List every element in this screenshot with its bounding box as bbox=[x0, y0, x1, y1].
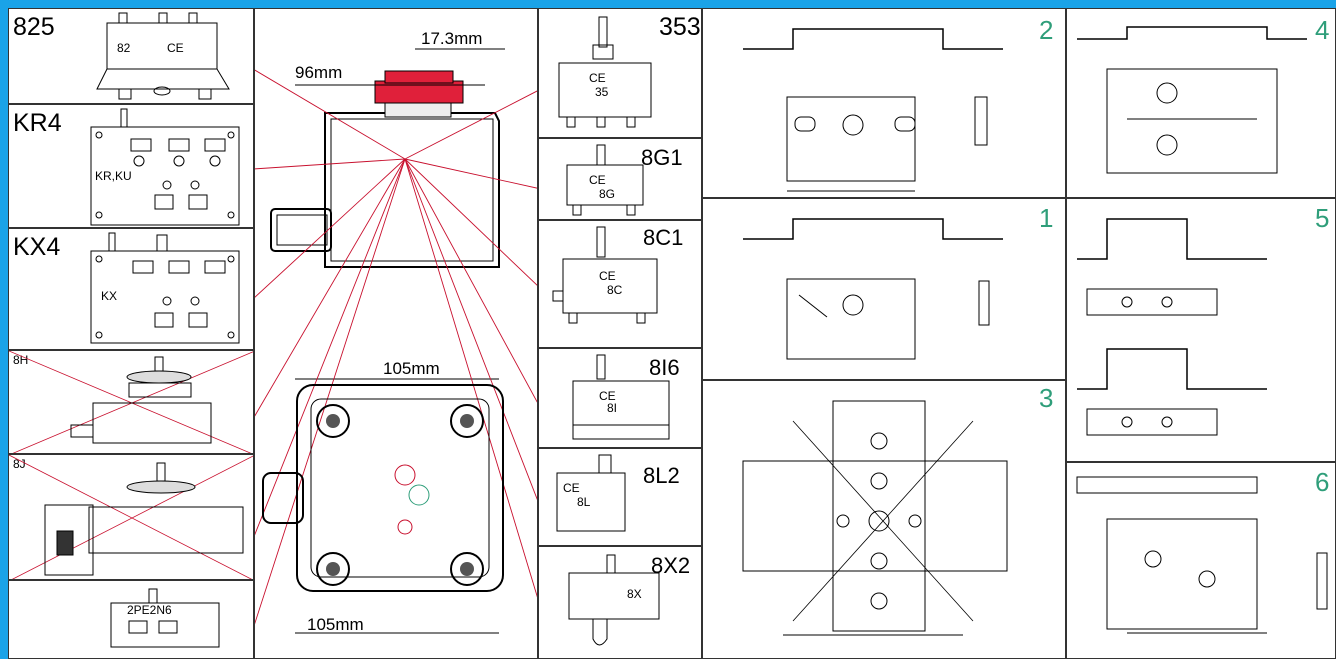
model-label: 8J bbox=[13, 457, 26, 471]
panel-kr4: KR4 KR,KU bbox=[8, 104, 254, 228]
model-code: 8X bbox=[627, 587, 642, 601]
thermostat-2pe2n6-drawing bbox=[110, 588, 220, 648]
thermostat-kr4-drawing bbox=[90, 108, 240, 226]
thermostat-825-drawing bbox=[96, 12, 230, 100]
dimension-width: 105mm bbox=[383, 359, 440, 378]
bracket-number: 1 bbox=[1039, 203, 1054, 233]
bracket-number: 4 bbox=[1315, 15, 1330, 45]
dimension-depth: 17.3mm bbox=[421, 29, 483, 48]
model-code: 8I bbox=[607, 401, 618, 415]
model-label: 825 bbox=[13, 13, 55, 41]
thermostat-8c1-drawing bbox=[552, 226, 658, 324]
panel-8x2: 8X2 8X bbox=[538, 546, 702, 659]
model-code: 8L bbox=[577, 495, 591, 509]
panel-8j: 8J bbox=[8, 454, 254, 580]
panel-8i6: 8I6 CE 8I bbox=[538, 348, 702, 448]
ce-mark: CE bbox=[563, 481, 580, 495]
thermostat-8x2-drawing bbox=[568, 554, 660, 646]
bracket-panel-2: 2 bbox=[702, 8, 1066, 198]
panel-8g1: 8G1 CE 8G bbox=[538, 138, 702, 220]
model-label: 8G1 bbox=[641, 145, 683, 170]
model-label: 8I6 bbox=[649, 355, 680, 380]
ce-mark: CE bbox=[599, 389, 616, 403]
panel-353: 353 CE 35 bbox=[538, 8, 702, 138]
model-label: KR4 bbox=[13, 109, 62, 137]
model-code: KX bbox=[101, 289, 118, 303]
thermostat-353-drawing bbox=[558, 16, 652, 128]
model-code: 82 bbox=[117, 41, 131, 55]
thermostat-8j-drawing bbox=[9, 455, 253, 579]
model-code: 35 bbox=[595, 85, 609, 99]
bracket-5-drawing bbox=[1077, 218, 1267, 436]
bracket-1-drawing bbox=[743, 218, 1003, 360]
thermostat-kx4-drawing bbox=[90, 232, 240, 344]
bracket-6-drawing bbox=[1076, 476, 1328, 634]
thermostat-8g1-drawing bbox=[566, 144, 644, 216]
enclosure-panel: 17.3mm 96mm 105mm 105mm bbox=[254, 8, 538, 659]
bracket-panel-4: 4 bbox=[1066, 8, 1336, 198]
model-code: 8C bbox=[607, 283, 623, 297]
panel-2pe2n6: 2PE2N6 bbox=[8, 580, 254, 659]
thermostat-8l2-drawing bbox=[556, 454, 626, 532]
bracket-number: 6 bbox=[1315, 467, 1330, 497]
dimension-height: 96mm bbox=[295, 63, 343, 82]
panel-8h: 8H bbox=[8, 350, 254, 454]
model-code: KR,KU bbox=[95, 169, 132, 183]
ce-mark: CE bbox=[589, 71, 606, 85]
ce-mark: CE bbox=[589, 173, 606, 187]
model-label: 8C1 bbox=[643, 225, 684, 250]
bracket-panel-1: 1 bbox=[702, 198, 1066, 380]
bracket-panel-5: 5 bbox=[1066, 198, 1336, 462]
panel-8l2: 8L2 CE 8L bbox=[538, 448, 702, 546]
model-label: 353 bbox=[659, 13, 701, 41]
thermostat-8i6-drawing bbox=[572, 354, 670, 440]
panel-825: 825 82 CE bbox=[8, 8, 254, 104]
bracket-4-drawing bbox=[1077, 26, 1307, 174]
bracket-number: 2 bbox=[1039, 15, 1054, 45]
model-label: 8X2 bbox=[651, 553, 691, 578]
dimension-length: 105mm bbox=[307, 615, 364, 634]
panel-8c1: 8C1 CE 8C bbox=[538, 220, 702, 348]
bracket-3-drawing bbox=[742, 400, 1008, 636]
enclosure-drawing bbox=[255, 48, 537, 634]
model-label: KX4 bbox=[13, 233, 61, 261]
model-label: 8H bbox=[13, 353, 29, 367]
bracket-2-drawing bbox=[743, 28, 1003, 192]
bracket-number: 5 bbox=[1315, 203, 1330, 233]
bracket-panel-6: 6 bbox=[1066, 462, 1336, 659]
ce-mark: CE bbox=[599, 269, 616, 283]
panel-kx4: KX4 KX bbox=[8, 228, 254, 350]
model-label: 8L2 bbox=[643, 463, 680, 488]
model-label: 2PE2N6 bbox=[127, 603, 172, 617]
ce-mark: CE bbox=[167, 41, 184, 55]
model-code: 8G bbox=[599, 187, 616, 201]
bracket-number: 3 bbox=[1039, 383, 1054, 413]
bracket-panel-3: 3 bbox=[702, 380, 1066, 659]
thermostat-8h-drawing bbox=[9, 351, 253, 453]
